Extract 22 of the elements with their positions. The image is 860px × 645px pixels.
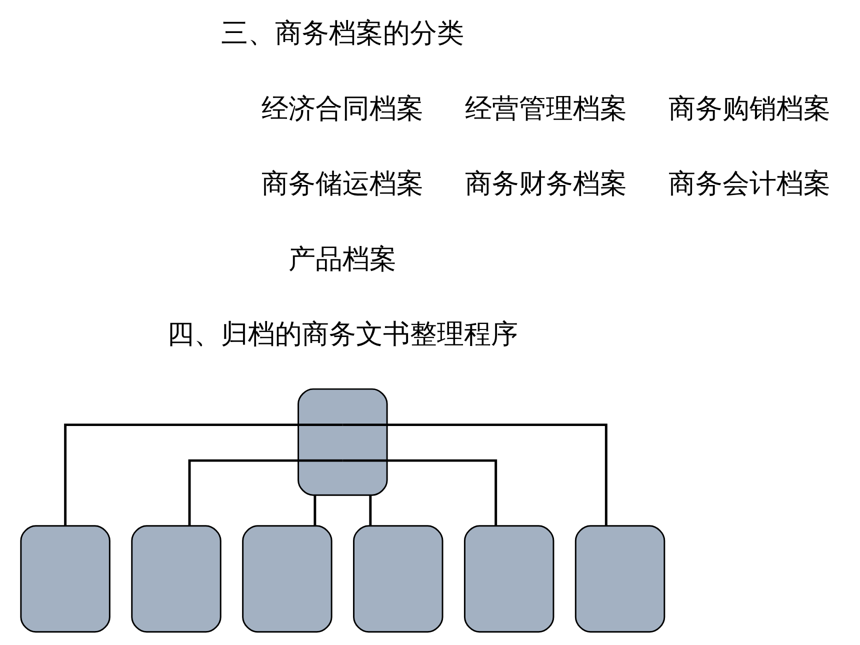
label: 商务购销档案	[668, 93, 830, 124]
label: 商务储运档案	[261, 168, 424, 200]
label: 经济合同档案	[261, 93, 424, 124]
label: 商务会计档案	[668, 168, 830, 200]
connector	[313, 495, 316, 526]
label: 产品档案	[288, 244, 396, 275]
connector	[188, 459, 342, 526]
node-box	[463, 525, 554, 633]
connector	[368, 495, 372, 526]
label: 三、商务档案的分类	[220, 18, 464, 50]
node-box	[242, 525, 332, 633]
connector	[342, 424, 607, 526]
node-box	[352, 525, 443, 633]
connector	[342, 459, 497, 526]
label: 商务财务档案	[464, 168, 627, 200]
node-box	[574, 525, 665, 633]
node-box	[297, 388, 388, 496]
label: 经营管理档案	[464, 93, 627, 124]
label: 四、归档的商务文书整理程序	[166, 318, 518, 350]
node-box	[130, 525, 221, 633]
node-box	[20, 525, 110, 633]
connector	[64, 424, 342, 526]
